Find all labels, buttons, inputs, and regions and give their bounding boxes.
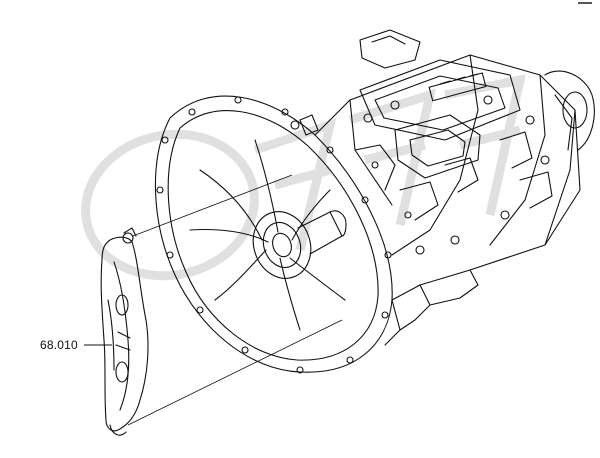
watermark-logo — [81, 74, 526, 281]
corner-dash-mark — [578, 2, 592, 4]
part-number-callout: 68.010 — [40, 338, 78, 352]
assembly-guide-lines — [127, 174, 343, 426]
gearbox-housing-icon — [154, 29, 595, 374]
release-fork-icon — [100, 227, 149, 436]
